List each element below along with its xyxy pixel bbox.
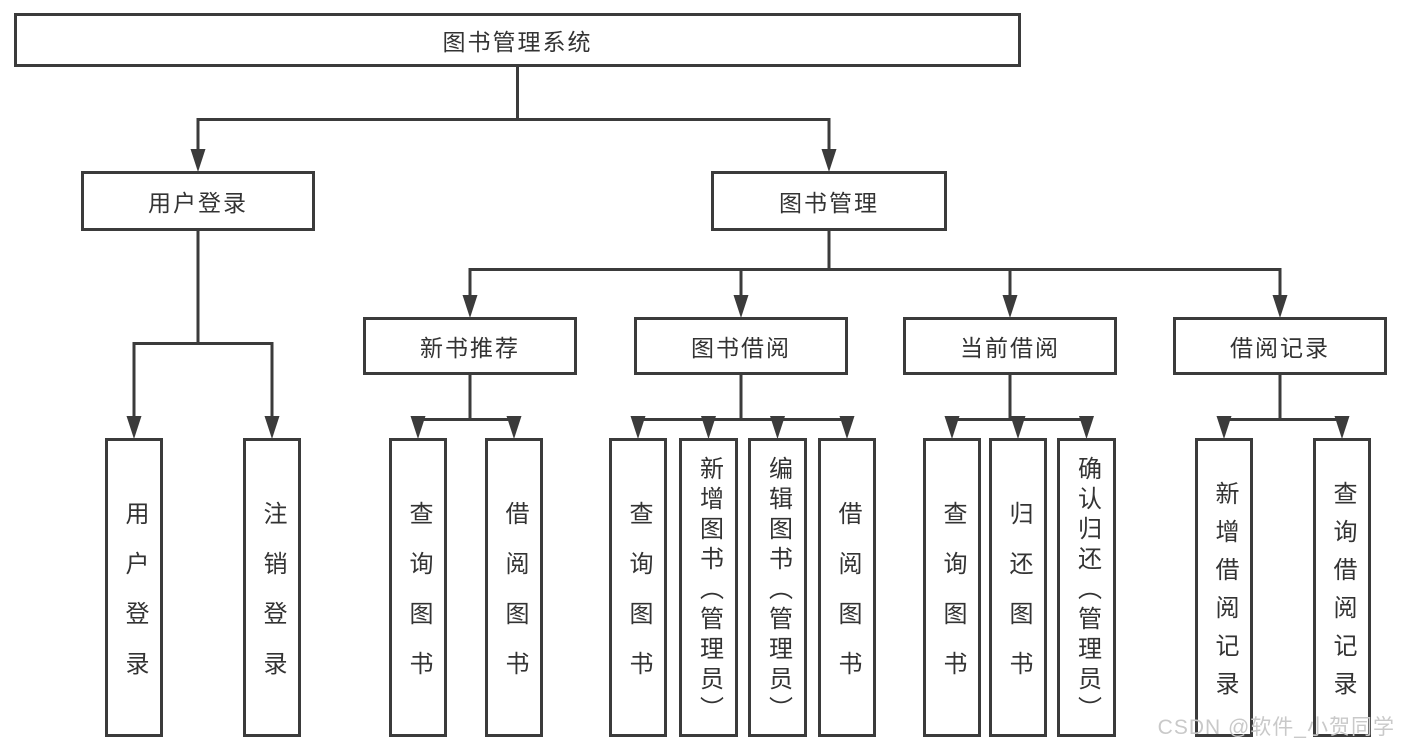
node-label: 确认归还（管理员） — [1073, 455, 1101, 726]
node-query-books: 查询图书 — [923, 438, 981, 737]
node-label: 查询图书 — [939, 500, 966, 701]
node-book-management: 图书管理 — [711, 171, 947, 231]
node-user-login-leaf: 用户登录 — [105, 438, 163, 737]
node-borrowing-records: 借阅记录 — [1173, 317, 1387, 375]
node-add-books-admin: 新增图书（管理员） — [679, 438, 738, 737]
node-label: 图书管理 — [779, 190, 879, 216]
node-user-login: 用户登录 — [81, 171, 315, 231]
node-label: 查询图书 — [405, 500, 432, 701]
node-label: 借阅记录 — [1230, 335, 1330, 361]
node-edit-books-admin: 编辑图书（管理员） — [748, 438, 807, 737]
node-label: 借阅图书 — [834, 500, 861, 701]
node-label: 用户登录 — [148, 190, 248, 216]
node-label: 归还图书 — [1005, 500, 1032, 701]
node-book-borrowing: 图书借阅 — [634, 317, 848, 375]
node-query-books: 查询图书 — [389, 438, 447, 737]
node-borrow-books: 借阅图书 — [818, 438, 876, 737]
node-label: 借阅图书 — [501, 500, 528, 701]
node-query-borrow-record: 查询借阅记录 — [1313, 438, 1371, 737]
node-new-book-recommend: 新书推荐 — [363, 317, 577, 375]
node-label: 新书推荐 — [420, 335, 520, 361]
node-current-borrowing: 当前借阅 — [903, 317, 1117, 375]
node-label: 新增借阅记录 — [1211, 480, 1238, 709]
node-confirm-return-admin: 确认归还（管理员） — [1057, 438, 1116, 737]
watermark: CSDN @软件_小贺同学 — [1157, 716, 1395, 739]
node-label: 编辑图书（管理员） — [764, 455, 792, 726]
node-return-books: 归还图书 — [989, 438, 1047, 737]
node-label: 新增图书（管理员） — [695, 455, 723, 726]
node-query-books: 查询图书 — [609, 438, 667, 737]
node-label: 查询图书 — [625, 500, 652, 701]
node-label: 图书借阅 — [691, 335, 791, 361]
node-label: 注销登录 — [259, 500, 286, 701]
node-library-management-system: 图书管理系统 — [14, 13, 1021, 67]
node-label: 当前借阅 — [960, 335, 1060, 361]
node-borrow-books: 借阅图书 — [485, 438, 543, 737]
node-label: 图书管理系统 — [442, 29, 593, 55]
node-add-borrow-record: 新增借阅记录 — [1195, 438, 1253, 737]
node-logout: 注销登录 — [243, 438, 301, 737]
node-label: 查询借阅记录 — [1329, 480, 1356, 709]
node-label: 用户登录 — [121, 500, 148, 701]
